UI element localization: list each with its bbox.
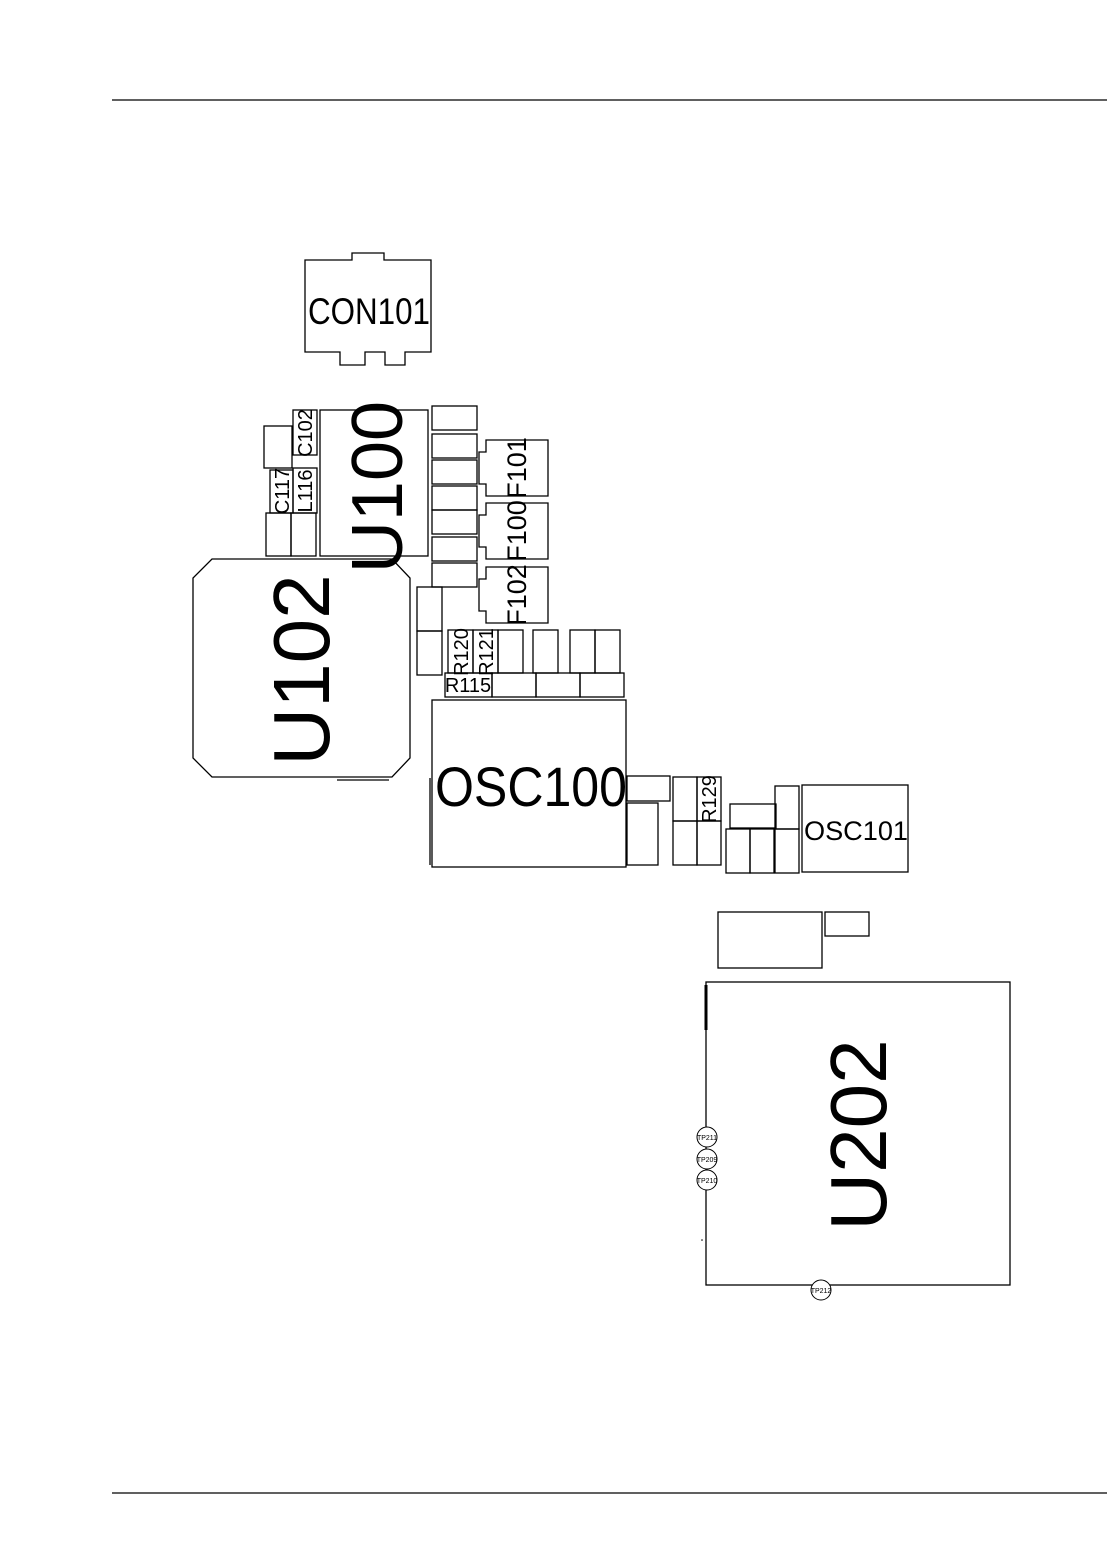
label-tp212: TP212 [811, 1288, 832, 1295]
pad-strip-2 [491, 672, 537, 698]
label-f102: F102 [502, 564, 532, 626]
pad-osc101-left-4 [749, 828, 775, 874]
label-r120: R120 [451, 628, 473, 676]
label-r121: R121 [476, 628, 498, 676]
pad-col-1 [431, 405, 478, 431]
label-c117: C117 [272, 468, 294, 514]
pad-above-u202-large [717, 911, 823, 969]
pad-col-2 [431, 433, 478, 459]
pad-strip-4 [579, 672, 625, 698]
label-r129: R129 [699, 775, 721, 823]
pad-osc101-left-2 [774, 785, 800, 830]
label-osc100: OSC100 [435, 755, 627, 818]
cap-left-upper [263, 425, 293, 469]
label-u100: U100 [338, 401, 418, 573]
tp209-pad [696, 1148, 718, 1170]
osc101-body [801, 784, 909, 873]
f100-outline [478, 502, 549, 560]
label-tp209: TP209 [697, 1157, 718, 1164]
stray-dot [701, 1239, 703, 1241]
pad-col-3 [431, 459, 478, 485]
label-con101: CON101 [308, 291, 430, 332]
pad-row-4 [532, 629, 559, 674]
pad-col-7 [431, 562, 478, 588]
pad-osc101-left-3 [725, 828, 751, 874]
label-f100: F100 [502, 500, 532, 562]
osc100-body [431, 699, 627, 868]
pad-above-u202-small [824, 911, 870, 937]
f101-outline [478, 439, 549, 497]
label-c102: C102 [295, 409, 317, 457]
label-tp211: TP211 [697, 1135, 717, 1142]
pad-osc-right-1 [626, 775, 671, 802]
c102-pad [292, 409, 318, 456]
label-f101: F101 [502, 437, 532, 499]
pad-osc-right-2 [626, 802, 659, 866]
f102-outline [478, 566, 549, 624]
tp211-pad [696, 1126, 718, 1148]
pad-col-6 [431, 536, 478, 562]
pad-col-5 [431, 509, 478, 535]
label-u102: U102 [257, 574, 346, 765]
label-tp210: TP210 [697, 1178, 718, 1185]
tp212-pad [810, 1279, 832, 1301]
pad-col-4 [431, 485, 478, 511]
pad-mid-4 [696, 820, 722, 866]
con101-outline [304, 252, 432, 366]
cap-left-lower-1 [265, 512, 292, 557]
pad-row-5 [569, 629, 596, 674]
label-l116: L116 [295, 469, 317, 512]
pad-strip-3 [535, 672, 581, 698]
u102-body [192, 558, 411, 778]
cap-left-lower-2 [290, 512, 317, 557]
label-osc101: OSC101 [804, 816, 908, 846]
pad-osc101-left-1 [729, 803, 777, 829]
pad-mid-1 [672, 776, 698, 822]
u100-body [319, 409, 429, 557]
tp210-pad [696, 1169, 718, 1191]
pad-row-3 [497, 629, 524, 674]
label-u202: U202 [814, 1039, 903, 1230]
pad-u102-right-1 [416, 586, 443, 632]
pad-osc101-left-5 [774, 828, 800, 874]
pad-row-6 [594, 629, 621, 674]
pad-mid-3 [672, 820, 698, 866]
label-r115: R115 [445, 675, 491, 697]
pad-u102-right-2 [416, 630, 443, 676]
